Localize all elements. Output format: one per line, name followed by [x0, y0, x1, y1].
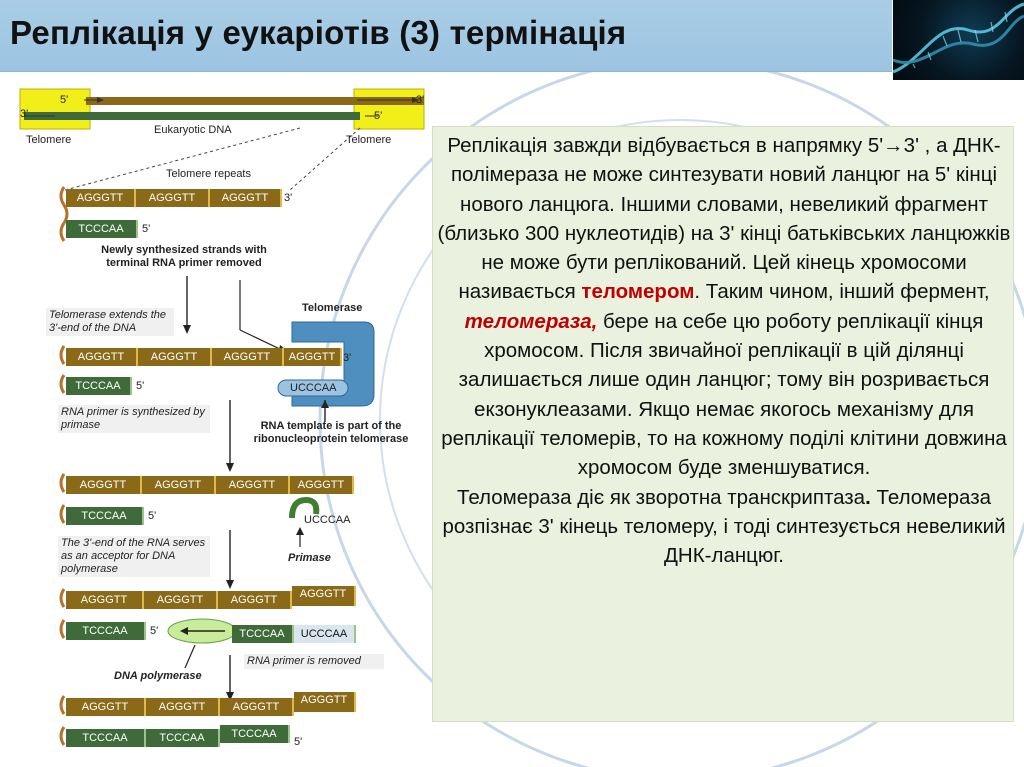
telomerase-label: Telomerase	[302, 302, 362, 315]
five-prime-label: 5'	[142, 223, 150, 236]
term-telomerase: теломераза,	[465, 310, 598, 333]
repeat-tcccaa: TCCCAA	[66, 220, 138, 238]
repeat-tcccaa: TCCCAA	[66, 377, 132, 395]
repeat-agggtt: AGGGTT	[292, 586, 356, 606]
paragraph-1-part-c: бере на себе цю роботу реплікації кінця …	[441, 310, 1007, 479]
rna-acceptor-note: The 3'-end of the RNA serves as an accep…	[58, 536, 210, 577]
repeat-agggtt: AGGGTT	[136, 189, 210, 207]
newly-synthesized-label: Newly synthesized strands with terminal …	[84, 244, 284, 270]
primase-label: Primase	[288, 552, 331, 565]
repeat-agggtt: AGGGTT	[212, 348, 284, 366]
rna-primer-synthesized-note: RNA primer is synthesized by primase	[58, 405, 210, 433]
five-prime-label: 5'	[294, 736, 302, 749]
repeat-agggtt: AGGGTT	[66, 476, 142, 494]
term-telomer: теломером	[581, 280, 694, 303]
repeat-agggtt: AGGGTT	[66, 348, 138, 366]
ucccaa-primer-label: UCCCAA	[304, 514, 350, 527]
repeat-agggtt: AGGGTT	[138, 348, 212, 366]
repeat-tcccaa: TCCCAA	[66, 729, 146, 747]
repeat-agggtt: AGGGTT	[210, 189, 282, 207]
three-prime-label: 3'	[284, 192, 292, 205]
repeat-tcccaa: TCCCAA	[220, 725, 290, 743]
repeat-agggtt: AGGGTT	[66, 189, 136, 207]
slide-title: Реплікація у еукаріотів (3) термінація	[10, 14, 626, 52]
five-prime-label: 5'	[136, 380, 144, 393]
paragraph-1-part-b: . Таким чином, інший фермент,	[694, 280, 989, 303]
telomere-replication-diagram: 5' 3' 3' 5' Telomere Eukaryotic DNA Telo…	[0, 80, 432, 767]
ucccaa-template-label: UCCCAA	[290, 382, 336, 395]
repeat-agggtt: AGGGTT	[294, 692, 356, 712]
repeat-agggtt: AGGGTT	[284, 348, 342, 366]
repeat-tcccaa: TCCCAA	[146, 729, 220, 747]
repeat-agggtt: AGGGTT	[144, 591, 218, 609]
telomere-left-label: Telomere	[26, 134, 71, 147]
three-prime-label-top-left: 3'	[20, 108, 28, 121]
rna-template-label: RNA template is part of the ribonucleopr…	[246, 420, 416, 446]
three-prime-label-top-right: 3'	[416, 94, 424, 107]
five-prime-label: 5'	[150, 625, 158, 638]
telomere-repeats-label: Telomere repeats	[166, 168, 251, 181]
paragraph-1-part-a: Реплікація завжди відбувається в напрямк…	[438, 134, 1011, 303]
dna-polymerase-label: DNA polymerase	[114, 670, 202, 683]
repeat-agggtt: AGGGTT	[220, 698, 294, 716]
repeat-agggtt: AGGGTT	[66, 591, 144, 609]
explanation-panel: Реплікація завжди відбувається в напрямк…	[432, 126, 1014, 722]
eukaryotic-dna-label: Eukaryotic DNA	[154, 124, 232, 137]
dna-helix-image	[893, 0, 1024, 80]
repeat-agggtt: AGGGTT	[142, 476, 216, 494]
five-prime-label-right: 5'	[374, 110, 382, 123]
ucccaa-rna-segment: UCCCAA	[294, 625, 356, 643]
paragraph-2-part-a: Теломераза діє як зворотна транскриптаза	[457, 486, 865, 509]
repeat-tcccaa: TCCCAA	[232, 625, 294, 643]
three-prime-label: 3'	[343, 352, 351, 365]
telomere-right-label: Telomere	[346, 134, 391, 147]
five-prime-label-top: 5'	[60, 94, 68, 107]
repeat-agggtt: AGGGTT	[216, 476, 290, 494]
rna-primer-removed-note: RNA primer is removed	[244, 654, 384, 669]
five-prime-label: 5'	[148, 510, 156, 523]
telomerase-extends-note: Telomerase extends the 3'-end of the DNA	[46, 308, 174, 336]
repeat-tcccaa: TCCCAA	[66, 622, 146, 640]
repeat-agggtt: AGGGTT	[146, 698, 220, 716]
repeat-agggtt: AGGGTT	[290, 476, 354, 494]
explanation-text: Реплікація завжди відбувається в напрямк…	[437, 131, 1011, 570]
title-bar: Реплікація у еукаріотів (3) термінація	[0, 0, 892, 72]
repeat-tcccaa: TCCCAA	[66, 507, 144, 525]
repeat-agggtt: AGGGTT	[218, 591, 292, 609]
repeat-agggtt: AGGGTT	[66, 698, 146, 716]
